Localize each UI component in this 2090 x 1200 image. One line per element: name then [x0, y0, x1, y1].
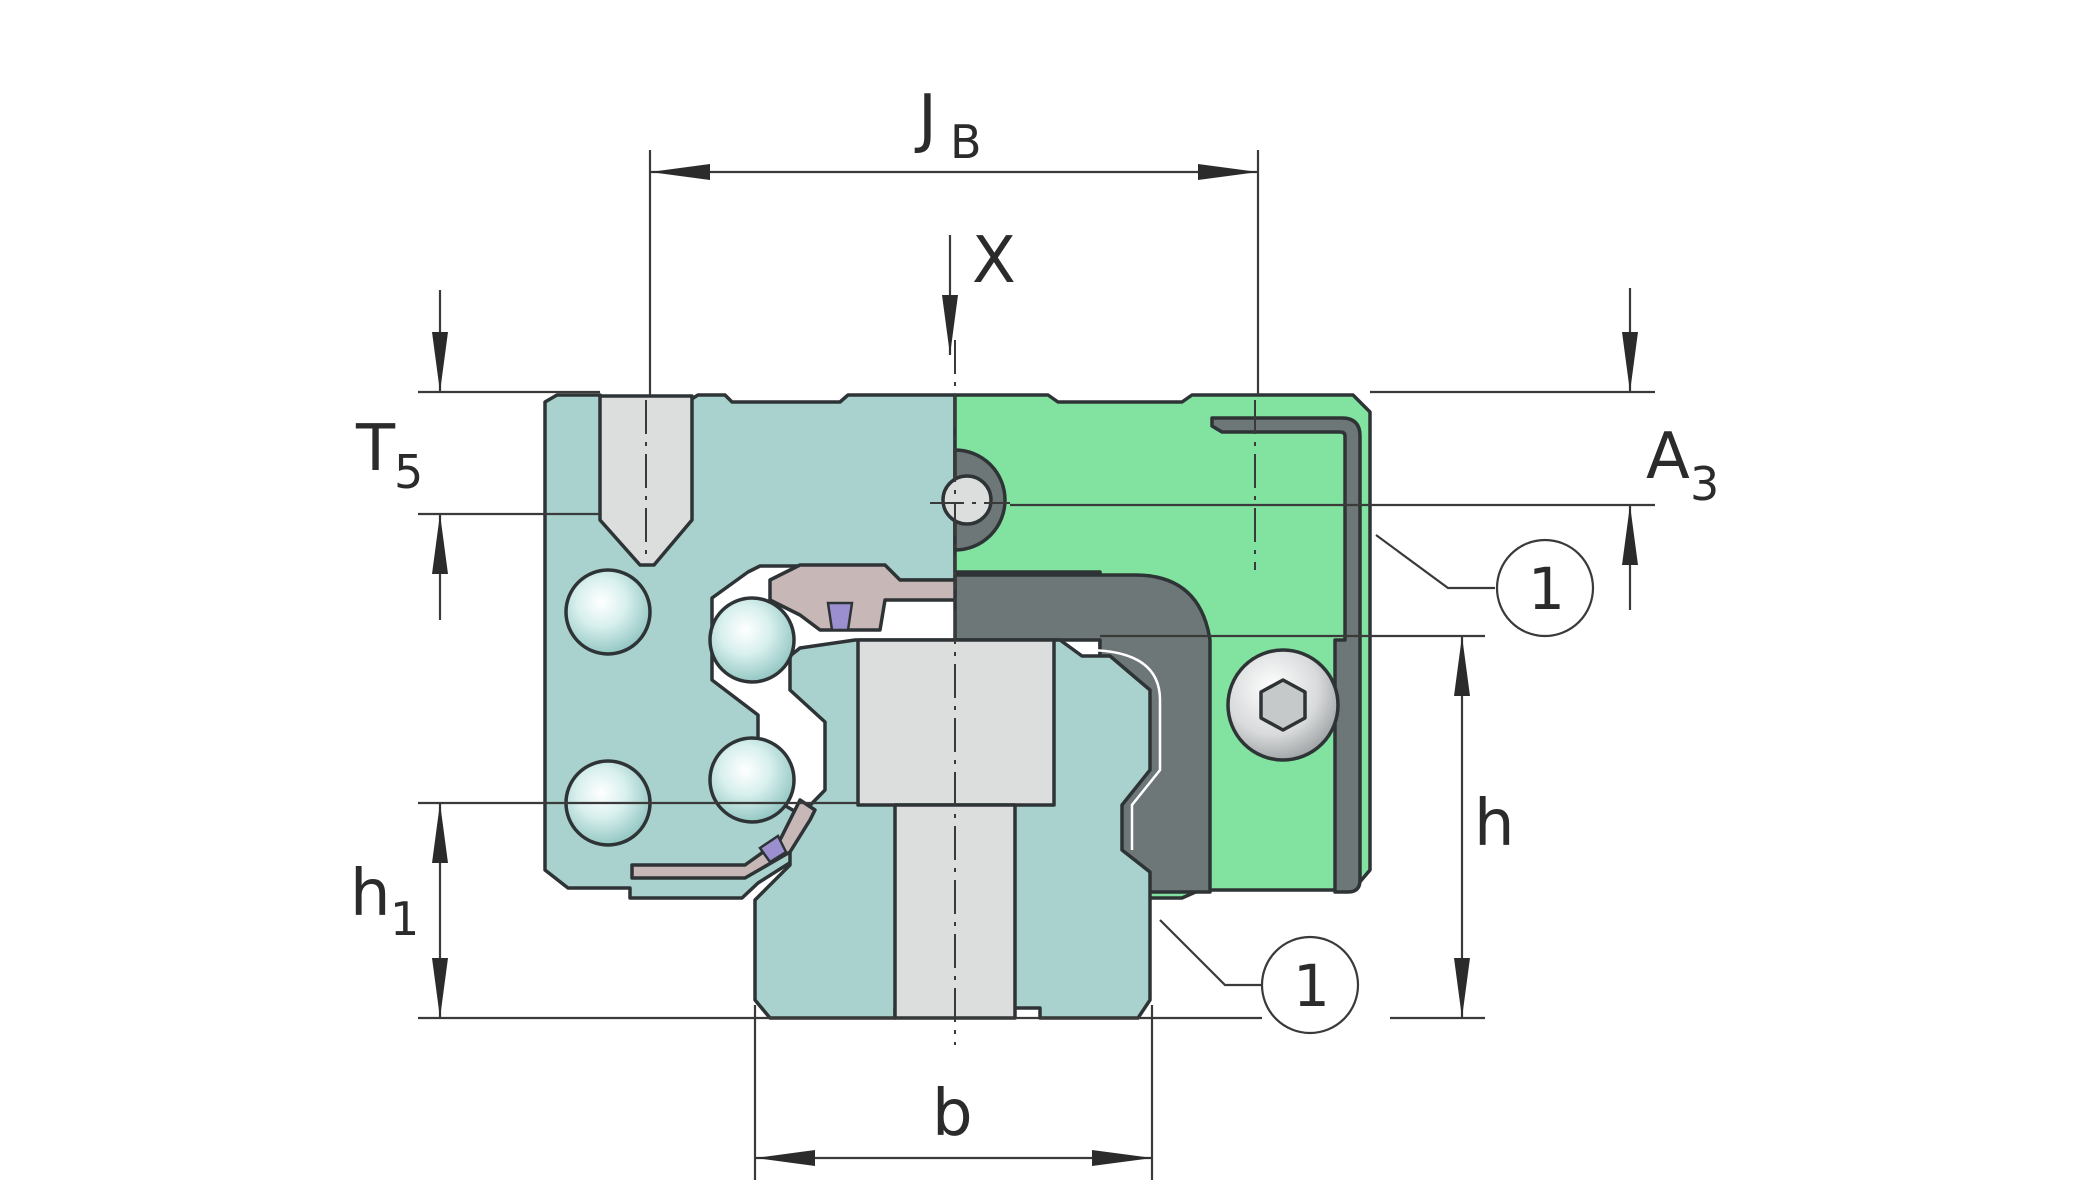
x-label: X — [972, 224, 1016, 298]
retainer-insert-lower — [758, 834, 788, 864]
rail-flank-edge — [1085, 648, 1162, 850]
jb-subscript: B — [950, 115, 982, 169]
end-seal-profile — [1210, 416, 1362, 894]
hex-socket-icon — [1259, 678, 1307, 732]
ball-inner-upper — [708, 596, 796, 684]
callout-top-leader — [1375, 534, 1495, 590]
callout-bottom-circle — [1260, 935, 1360, 1035]
h-label: h — [1474, 787, 1515, 861]
ball-retainer-upper — [768, 563, 957, 632]
b-label: b — [932, 1077, 973, 1151]
ball-outer-upper — [564, 568, 652, 656]
callout-top-circle — [1495, 538, 1595, 638]
callout-bottom-leader — [1159, 919, 1262, 987]
callout-bottom-number: 1 — [1293, 952, 1330, 1020]
lube-nipple — [941, 474, 993, 526]
h1-label: h — [350, 857, 391, 931]
h1-subscript: 1 — [390, 892, 419, 946]
t5-subscript: 5 — [394, 445, 423, 499]
jb-label: J — [914, 82, 937, 156]
a3-label: A — [1646, 420, 1690, 494]
a3-subscript: 3 — [1690, 457, 1719, 511]
ball-inner-lower — [708, 736, 796, 824]
retainer-insert-upper — [826, 601, 854, 632]
t5-label: T — [355, 412, 396, 486]
callout-top-number: 1 — [1528, 555, 1565, 623]
